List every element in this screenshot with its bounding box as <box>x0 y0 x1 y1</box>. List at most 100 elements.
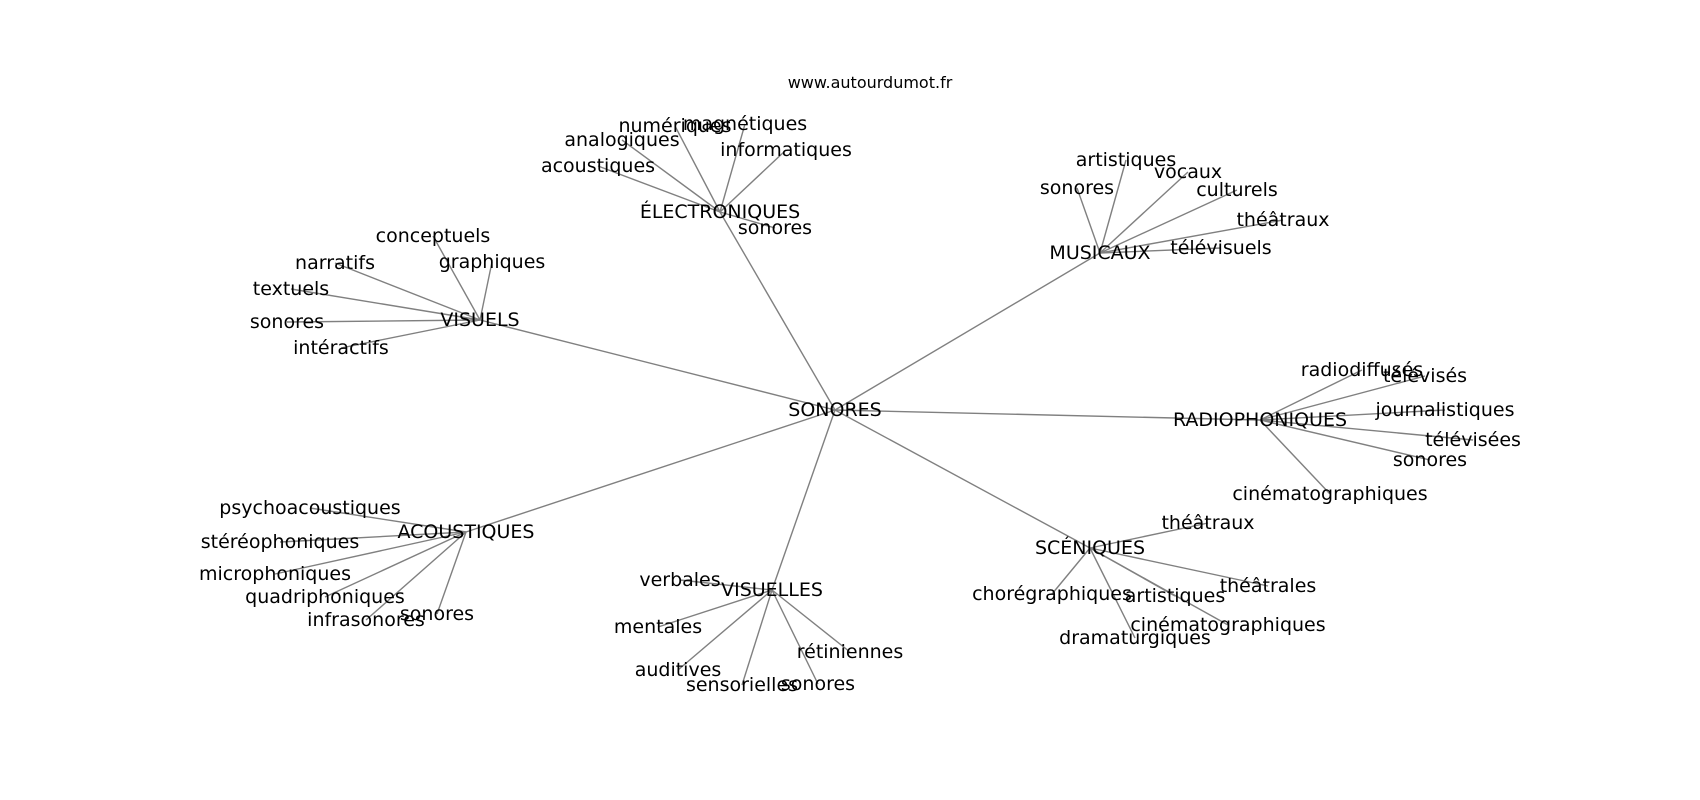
leaf-node-musicaux-3: culturels <box>1196 179 1278 201</box>
edge-radiophoniques-2 <box>1259 409 1446 421</box>
hub-node-visuelles: VISUELLES <box>721 579 823 601</box>
leaf-node-sceniques-2: artistiques <box>1125 585 1226 607</box>
leaf-node-electroniques-0: numériques <box>618 115 731 137</box>
leaf-node-visuels-5: intéractifs <box>293 337 389 359</box>
leaf-node-electroniques-2: analogiques <box>564 129 679 151</box>
graph-edges <box>274 123 1474 686</box>
edge-acoustiques-3 <box>324 531 467 598</box>
leaf-node-acoustiques-0: psychoacoustiques <box>219 497 400 519</box>
leaf-node-sceniques-5: dramaturgiques <box>1059 627 1211 649</box>
leaf-node-radiophoniques-5: cinématographiques <box>1232 483 1427 505</box>
edge-visuelles-0 <box>679 579 773 591</box>
leaf-node-acoustiques-4: infrasonores <box>307 609 425 631</box>
leaf-node-visuelles-1: mentales <box>614 616 702 638</box>
leaf-node-sceniques-1: chorégraphiques <box>972 583 1132 605</box>
edge-electroniques-3 <box>719 149 787 213</box>
edge-visuels-3 <box>290 288 481 321</box>
leaf-node-radiophoniques-2: journalistiques <box>1375 399 1515 421</box>
leaf-node-sceniques-3: théâtrales <box>1220 575 1317 597</box>
edge-acoustiques-5 <box>436 531 467 615</box>
leaf-node-electroniques-1: magnétiques <box>683 113 807 135</box>
edge-electroniques-4 <box>597 165 721 213</box>
leaf-node-electroniques-4: acoustiques <box>541 155 655 177</box>
leaf-node-radiophoniques-3: télévisées <box>1425 429 1521 451</box>
edge-root-visuelles <box>771 409 836 591</box>
root-node: SONORES <box>788 399 881 421</box>
edge-sceniques-3 <box>1089 547 1269 587</box>
leaf-node-visuelles-4: sonores <box>781 673 855 695</box>
hub-node-sceniques: SCÉNIQUES <box>1035 536 1145 559</box>
edge-root-musicaux <box>834 252 1101 411</box>
edge-musicaux-5 <box>1099 247 1222 254</box>
edge-musicaux-2 <box>1076 187 1101 254</box>
edge-visuels-0 <box>432 235 481 321</box>
leaf-node-radiophoniques-0: radiodiffusés <box>1301 359 1423 381</box>
leaf-node-visuels-4: sonores <box>250 311 324 333</box>
leaf-node-electroniques-5: sonores <box>738 217 812 239</box>
edge-acoustiques-4 <box>365 531 467 621</box>
edge-visuelles-5 <box>771 589 851 653</box>
edge-visuels-2 <box>479 261 493 321</box>
edge-sceniques-5 <box>1089 547 1136 639</box>
leaf-node-visuels-1: narratifs <box>295 252 375 274</box>
edge-visuelles-3 <box>741 589 773 686</box>
edge-sceniques-4 <box>1089 547 1229 626</box>
source-credit: www.autourdumot.fr <box>788 73 953 92</box>
edge-root-visuels <box>479 319 836 411</box>
edge-electroniques-2 <box>621 139 721 213</box>
leaf-node-radiophoniques-1: télévisés <box>1383 365 1467 387</box>
leaf-node-visuelles-5: rétiniennes <box>797 641 904 663</box>
leaf-node-musicaux-0: artistiques <box>1076 149 1177 171</box>
edge-visuels-1 <box>334 262 481 321</box>
leaf-node-visuels-0: conceptuels <box>376 225 491 247</box>
leaf-node-acoustiques-1: stéréophoniques <box>201 531 360 553</box>
hub-node-electroniques: ÉLECTRONIQUES <box>640 200 800 223</box>
leaf-node-visuelles-0: verbales <box>639 569 720 591</box>
edge-sceniques-1 <box>1051 547 1091 595</box>
edge-radiophoniques-4 <box>1259 419 1431 461</box>
leaf-node-musicaux-1: vocaux <box>1154 161 1222 183</box>
leaf-node-sceniques-0: théâtraux <box>1161 512 1254 534</box>
edge-electroniques-0 <box>674 125 721 213</box>
edge-electroniques-1 <box>719 123 746 213</box>
leaf-node-musicaux-2: sonores <box>1040 177 1114 199</box>
edge-visuelles-1 <box>657 589 773 628</box>
edge-acoustiques-1 <box>279 531 467 543</box>
edge-radiophoniques-1 <box>1259 375 1426 421</box>
edge-radiophoniques-3 <box>1259 419 1474 441</box>
edge-visuelles-4 <box>771 589 819 685</box>
edge-visuels-5 <box>340 319 481 349</box>
edge-root-acoustiques <box>465 409 836 533</box>
hub-node-radiophoniques: RADIOPHONIQUES <box>1173 409 1347 431</box>
leaf-node-acoustiques-3: quadriphoniques <box>245 586 405 608</box>
hub-node-visuels: VISUELS <box>440 309 519 331</box>
leaf-node-acoustiques-2: microphoniques <box>199 563 351 585</box>
leaf-node-musicaux-4: théâtraux <box>1236 209 1329 231</box>
edge-radiophoniques-0 <box>1259 369 1363 421</box>
edge-acoustiques-0 <box>309 507 467 533</box>
leaf-node-electroniques-3: informatiques <box>720 139 852 161</box>
leaf-node-visuelles-3: sensorielles <box>686 674 798 696</box>
graph-labels: SONORES ÉLECTRONIQUES numériquesmagnétique… <box>199 113 1521 696</box>
edge-visuelles-2 <box>677 589 773 671</box>
edge-electroniques-5 <box>719 211 776 229</box>
leaf-node-sceniques-4: cinématographiques <box>1130 614 1325 636</box>
edge-musicaux-1 <box>1099 171 1189 254</box>
edge-acoustiques-2 <box>274 531 467 575</box>
edge-musicaux-4 <box>1099 219 1284 254</box>
edge-musicaux-3 <box>1099 189 1238 254</box>
edge-root-sceniques <box>834 409 1091 549</box>
leaf-node-visuels-2: graphiques <box>439 251 546 273</box>
hub-node-musicaux: MUSICAUX <box>1049 242 1150 264</box>
leaf-node-acoustiques-5: sonores <box>400 603 474 625</box>
edge-root-electroniques <box>719 211 836 411</box>
leaf-node-radiophoniques-4: sonores <box>1393 449 1467 471</box>
leaf-node-visuels-3: textuels <box>253 278 329 300</box>
leaf-node-visuelles-2: auditives <box>635 659 722 681</box>
edge-sceniques-0 <box>1089 522 1209 549</box>
edge-radiophoniques-5 <box>1259 419 1331 495</box>
edge-musicaux-0 <box>1099 159 1127 254</box>
edge-visuels-4 <box>286 319 481 323</box>
edge-root-radiophoniques <box>834 409 1261 421</box>
